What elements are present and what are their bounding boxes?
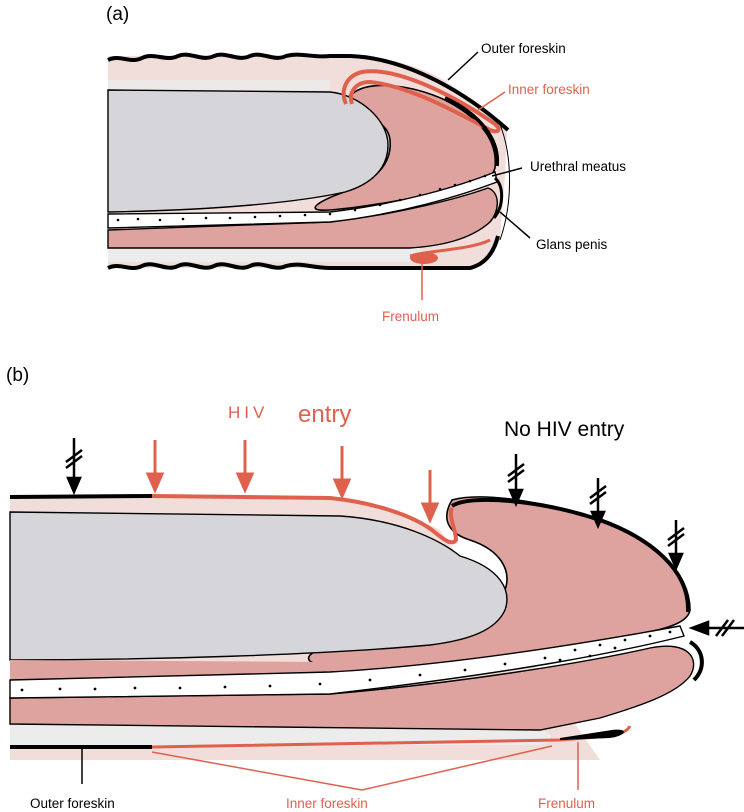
panel-b-core: [9, 511, 508, 661]
panel-b-pale-band: [10, 724, 552, 746]
panel-b-hiv-label: HIV: [228, 403, 268, 422]
panel-a-outer-foreskin-bottom: [107, 235, 500, 270]
panel-b-lower-shaft: [9, 645, 695, 731]
panel-a-outer-foreskin-top: [107, 52, 510, 132]
panel-b-entry-arrows: [145, 440, 440, 524]
panel-b-no-entry-label: No HIV entry: [504, 418, 625, 441]
panel-b-glans-lower-outline: [688, 640, 704, 682]
panel-a: (a): [106, 4, 626, 324]
panel-b-label-outer-foreskin: Outer foreskin: [30, 796, 115, 811]
panel-a-frenulum-mark: [410, 252, 438, 264]
panel-a-glans-outline: [444, 96, 499, 167]
panel-b: (b) HIV entry No HIV entry: [6, 365, 744, 811]
panel-a-inner-foreskin-top: [341, 69, 501, 134]
panel-b-tag: (b): [6, 365, 29, 386]
panel-a-label-urethral-meatus: Urethral meatus: [530, 159, 626, 174]
panel-a-urethra-dots: [116, 174, 487, 222]
panel-b-frenulum-mark: [560, 729, 624, 740]
panel-b-label-frenulum: Frenulum: [538, 796, 595, 811]
panel-a-meatus-arc: [497, 119, 510, 241]
panel-b-inner-foreskin-top: [151, 494, 459, 545]
panel-a-leader-outer: [447, 51, 479, 81]
panel-b-leader-inner-left: [151, 751, 363, 791]
panel-a-leader-meatus: [491, 167, 523, 177]
panel-b-blocked-arrows: [65, 438, 744, 637]
panel-a-label-inner-foreskin: Inner foreskin: [508, 82, 590, 97]
panel-a-leader-inner: [477, 91, 506, 111]
panel-b-mid-shaft: [10, 630, 672, 680]
panel-b-leader-inner-right: [361, 745, 553, 791]
panel-b-label-inner-foreskin: Inner foreskin: [286, 796, 368, 811]
panel-a-pale-band: [108, 248, 420, 262]
panel-b-urethra: [9, 625, 685, 699]
panel-a-label-outer-foreskin: Outer foreskin: [481, 41, 566, 56]
panel-b-entry-label: entry: [298, 401, 351, 428]
panel-a-label-glans-penis: Glans penis: [536, 237, 608, 252]
panel-a-core: [107, 89, 389, 213]
panel-b-urethra-dots: [20, 630, 672, 692]
panel-b-outer-foreskin-top: [9, 494, 153, 499]
panel-a-leader-glans: [499, 211, 531, 239]
panel-a-label-frenulum: Frenulum: [382, 309, 439, 324]
panel-a-tag: (a): [106, 4, 129, 25]
panel-a-upper-band: [108, 80, 330, 90]
panel-a-glans-tip: [492, 176, 504, 219]
